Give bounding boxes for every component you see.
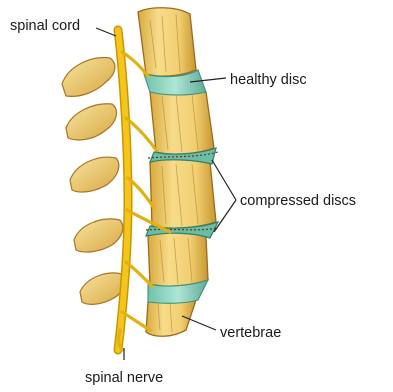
spinous-processes (62, 58, 125, 305)
spinous-process (66, 104, 117, 140)
spinous-process (74, 219, 123, 252)
vertebra-body (150, 88, 214, 155)
spinous-process (70, 157, 119, 192)
vertebra-body (148, 232, 208, 287)
label-spinal-cord: spinal cord (10, 18, 80, 34)
spinal-nerve-branch (126, 262, 152, 286)
label-compressed-discs: compressed discs (240, 193, 356, 209)
spinal-nerve-branch (122, 312, 150, 330)
spinal-cord (118, 30, 128, 350)
label-healthy-disc: healthy disc (230, 72, 307, 88)
spinous-process (62, 58, 115, 97)
vertebra-body (138, 8, 196, 76)
vertebra-body (150, 158, 216, 229)
spinous-process (80, 273, 125, 304)
label-spinal-nerve: spinal nerve (85, 370, 163, 386)
leader-spinal-cord (96, 28, 116, 36)
label-vertebrae: vertebrae (220, 325, 281, 341)
